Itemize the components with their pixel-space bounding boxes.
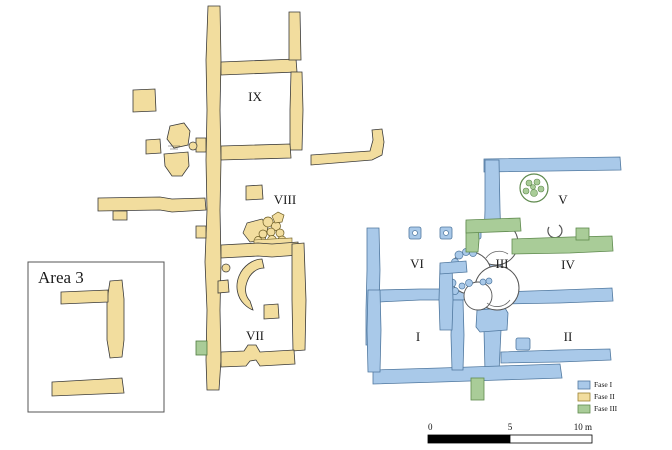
stone-block-nw-3 (145, 138, 162, 155)
area3-wall-spur (60, 289, 109, 305)
wall-room-vii-south (220, 344, 296, 368)
wall-room-i-west (366, 289, 382, 373)
scale-bar: 0 5 10 m (427, 422, 593, 444)
legend-swatch-fase-ii (577, 392, 591, 402)
legend-label-fase-ii: Fase II (594, 392, 615, 401)
fase-iii-elements-east (465, 217, 614, 401)
scale-bar-segment-empty (509, 434, 593, 444)
area3-wall-bottom (51, 377, 125, 397)
wall-room-ix-south (220, 143, 292, 161)
wall-west-long-horizontal (97, 196, 207, 213)
legend-swatch-fase-iii (577, 404, 591, 414)
wall-main-spine (204, 5, 222, 391)
wall-room-vii-east (291, 242, 307, 352)
wall-spine-nub-mid (195, 225, 207, 239)
fase-iii-block-iv (575, 227, 590, 241)
fase-iii-wall-iii-north (465, 217, 522, 234)
legend-swatch-fase-i (577, 380, 591, 390)
legend: Fase I Fase II Fase III (577, 380, 618, 414)
fase-iii-patch-west (195, 340, 208, 356)
room-label-vi: VI (410, 256, 424, 271)
area3-inset: Area 3 (27, 261, 165, 413)
scale-tick-5: 5 (508, 422, 513, 432)
silo-iii-small (463, 281, 493, 311)
room-label-ii: II (564, 329, 573, 344)
area3-wall-vertical (106, 279, 125, 359)
silo-iii-inner-arc-2 (486, 299, 511, 307)
stone-block-nw-2 (166, 122, 191, 149)
wall-room-ix-ne-stub (288, 11, 302, 61)
fase-iii-stub-south (470, 377, 485, 401)
legend-label-fase-iii: Fase III (594, 404, 618, 413)
stone-lined-pit-room-v (519, 173, 549, 203)
wall-apse-spur (217, 279, 230, 294)
wall-west-horizontal-spur (112, 210, 128, 221)
room-label-viii: VIII (274, 192, 296, 207)
wall-room-iii-northwest (439, 260, 468, 275)
structure-curved-apse (236, 258, 265, 311)
stone-block-nw-1 (132, 88, 157, 113)
wall-room-i-south (372, 363, 563, 385)
stone-annotation-nw (168, 145, 180, 150)
stone-cluster-viii (242, 211, 293, 248)
east-complex-fase-i: VI III IV V I II (365, 156, 622, 401)
scale-bar-segment-filled (427, 434, 511, 444)
room-label-i: I (416, 329, 420, 344)
room-label-vii: VII (246, 328, 264, 343)
stone-block-nw-5 (188, 141, 198, 151)
wall-room-viii-south (220, 241, 300, 259)
wall-spine-nub-upper (195, 137, 207, 153)
wall-room-ii-south (500, 348, 612, 364)
arc-feature-room-v (547, 224, 563, 239)
wall-room-i-east-divider (450, 299, 465, 371)
stone-block-vii (263, 303, 280, 320)
room-label-v: V (558, 192, 568, 207)
scale-tick-0: 0 (428, 422, 433, 432)
stone-block-nw-4 (163, 151, 190, 177)
feature-small-room-ii (515, 337, 531, 351)
area3-inset-title: Area 3 (38, 268, 84, 287)
wall-room-ix-east (289, 71, 304, 151)
room-label-iv: IV (561, 257, 575, 272)
feature-room-ii-installation (475, 307, 509, 333)
wall-room-ix-north (220, 58, 298, 76)
wall-isolated-l-shape (310, 128, 385, 166)
room-label-ix: IX (248, 89, 262, 104)
room-label-iii: III (496, 256, 509, 271)
legend-label-fase-i: Fase I (594, 380, 613, 389)
fase-iii-wall-iv-north (511, 235, 614, 255)
stone-block-viii-north (245, 184, 264, 201)
scale-tick-10: 10 m (574, 422, 592, 432)
west-complex-fase-ii: IX VIII VII (97, 5, 385, 391)
silo-iii-inner-arc-1 (485, 250, 509, 259)
wall-east-north (483, 156, 622, 173)
stone-block-apse (221, 263, 231, 273)
